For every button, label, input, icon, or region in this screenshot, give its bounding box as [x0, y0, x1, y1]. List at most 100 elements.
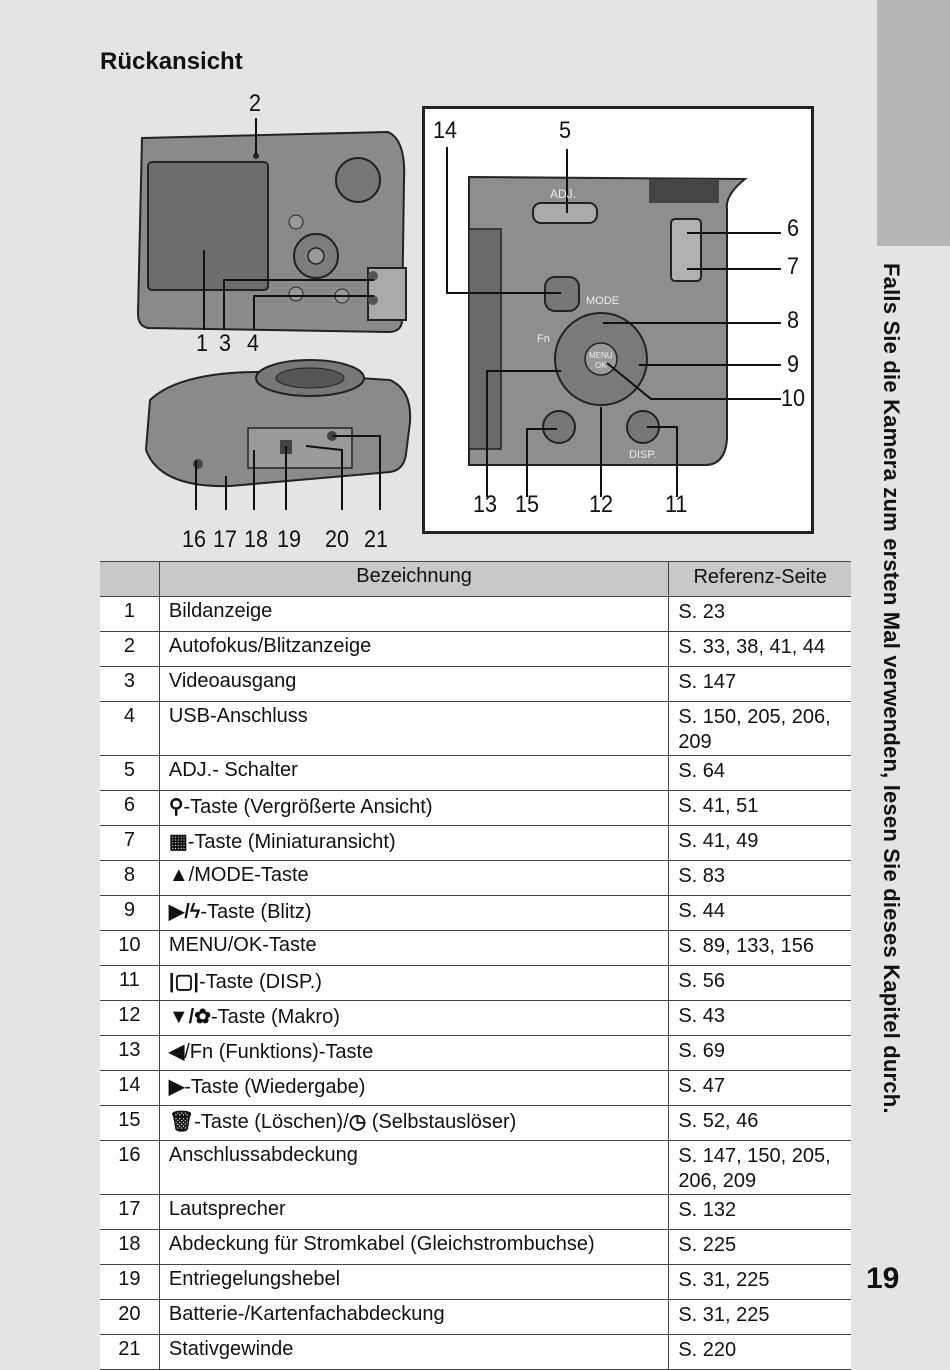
figure-label: 18	[244, 526, 269, 553]
row-bezeichnung: ⚲-Taste (Vergrößerte Ansicht)	[159, 790, 670, 826]
row-bezeichnung: |▢|-Taste (DISP.)	[159, 965, 670, 1001]
row-referenz: S. 225	[668, 1229, 851, 1265]
header-referenz: Referenz-Seite	[668, 561, 851, 597]
table-row: 9▶/ϟ-Taste (Blitz)S. 44	[100, 895, 851, 931]
table-row: 1 Bildanzeige S. 23	[100, 596, 851, 632]
row-number: 6	[100, 790, 160, 826]
camera-label-disp: DISP.	[629, 449, 657, 461]
figure-label: 10	[781, 385, 806, 412]
row-referenz: S. 147, 150, 205, 206, 209	[668, 1140, 851, 1195]
table-row: 17 Lautsprecher S. 132	[100, 1194, 851, 1230]
row-bezeichnung: ▶-Taste (Wiedergabe)	[159, 1070, 670, 1106]
row-bezeichnung: Bildanzeige	[159, 596, 670, 632]
triangle-left-icon: ◀	[168, 1041, 185, 1063]
figure-label: 19	[277, 526, 302, 553]
table-row: 15🗑-Taste (Löschen)/◷ (Selbstauslöser)S.…	[100, 1105, 851, 1141]
row-number: 14	[100, 1070, 160, 1106]
row-referenz: S. 83	[668, 860, 851, 896]
row-bezeichnung: Lautsprecher	[159, 1194, 670, 1230]
row-bezeichnung: MENU/OK-Taste	[159, 930, 670, 966]
row-number: 11	[100, 965, 160, 1001]
figure-label: 6	[787, 215, 800, 242]
row-referenz: S. 52, 46	[668, 1105, 851, 1141]
row-label: Abdeckung für Stromkabel (Gleichstrombuc…	[168, 1233, 595, 1255]
camera-label-fn: Fn	[537, 333, 550, 345]
table-header-row: Bezeichnung Referenz-Seite	[100, 561, 851, 597]
camera-back-illustration	[136, 118, 412, 510]
row-label: -Taste (Miniaturansicht)	[187, 831, 396, 853]
row-number: 12	[100, 1000, 160, 1036]
table-row: 6⚲-Taste (Vergrößerte Ansicht)S. 41, 51	[100, 790, 851, 826]
figure-label: 7	[787, 253, 800, 280]
row-number: 9	[100, 895, 160, 931]
figure-label: 21	[364, 526, 389, 553]
row-label: Stativgewinde	[168, 1338, 294, 1360]
row-number: 20	[100, 1299, 160, 1335]
chapter-title: Falls Sie die Kamera zum ersten Mal verw…	[879, 263, 904, 1114]
row-referenz: S. 31, 225	[668, 1299, 851, 1335]
camera-label-adj: ADJ.	[550, 187, 577, 201]
figure-label: 20	[325, 526, 350, 553]
row-bezeichnung: Entriegelungshebel	[159, 1264, 670, 1300]
table-row: 11|▢|-Taste (DISP.)S. 56	[100, 965, 851, 1001]
row-label: /MODE-Taste	[188, 864, 309, 886]
row-label: Entriegelungshebel	[168, 1268, 341, 1290]
table-row: 7▦-Taste (Miniaturansicht)S. 41, 49	[100, 825, 851, 861]
row-bezeichnung: ▦-Taste (Miniaturansicht)	[159, 825, 670, 861]
section-title: Rückansicht	[100, 48, 243, 75]
row-label: -Taste (Makro)	[210, 1006, 340, 1028]
row-number: 1	[100, 596, 160, 632]
camera-label-menu: MENU	[589, 351, 613, 360]
row-bezeichnung: Abdeckung für Stromkabel (Gleichstrombuc…	[159, 1229, 670, 1265]
row-label: Lautsprecher	[168, 1198, 286, 1220]
figure-label: 5	[559, 117, 572, 144]
row-bezeichnung: ADJ.- Schalter	[159, 755, 670, 791]
row-referenz: S. 150, 205, 206, 209	[668, 701, 851, 756]
row-bezeichnung: Autofokus/Blitzanzeige	[159, 631, 670, 667]
figure-label: 11	[665, 491, 688, 518]
row-label: /Fn (Funktions)-Taste	[184, 1041, 374, 1063]
row-referenz: S. 47	[668, 1070, 851, 1106]
trash-icon: 🗑	[168, 1111, 195, 1133]
row-label-suffix: (Selbstauslöser)	[366, 1111, 517, 1133]
row-label: -Taste (DISP.)	[198, 971, 322, 993]
row-number: 13	[100, 1035, 160, 1071]
row-number: 16	[100, 1140, 160, 1195]
row-label: Bildanzeige	[168, 600, 273, 622]
row-number: 7	[100, 825, 160, 861]
header-number	[100, 561, 160, 597]
figure-label: 15	[515, 491, 540, 518]
camera-label-ok: OK	[595, 361, 607, 370]
row-referenz: S. 23	[668, 596, 851, 632]
figure-label: 13	[473, 491, 498, 518]
thumbnail-icon: ▦	[168, 831, 188, 853]
row-number: 18	[100, 1229, 160, 1265]
row-number: 2	[100, 631, 160, 667]
row-referenz: S. 41, 51	[668, 790, 851, 826]
detail-inset: ADJ. MODE Fn MENU OK DISP. 14 5 6 7 8 9 …	[422, 106, 814, 534]
row-referenz: S. 132	[668, 1194, 851, 1230]
header-bezeichnung: Bezeichnung	[159, 561, 670, 597]
row-label: Videoausgang	[168, 670, 297, 692]
row-bezeichnung: Batterie-/Kartenfachabdeckung	[159, 1299, 670, 1335]
row-number: 5	[100, 755, 160, 791]
row-number: 17	[100, 1194, 160, 1230]
row-referenz: S. 147	[668, 666, 851, 702]
figure-label: 12	[589, 491, 614, 518]
triangle-right-flash-icon: ▶/ϟ	[168, 901, 201, 923]
row-label: Anschlussabdeckung	[168, 1144, 358, 1166]
row-referenz: S. 64	[668, 755, 851, 791]
row-referenz: S. 33, 38, 41, 44	[668, 631, 851, 667]
chapter-tab	[877, 0, 950, 246]
figure-label: 4	[247, 330, 260, 357]
row-number: 21	[100, 1334, 160, 1370]
row-number: 3	[100, 666, 160, 702]
row-number: 15	[100, 1105, 160, 1141]
